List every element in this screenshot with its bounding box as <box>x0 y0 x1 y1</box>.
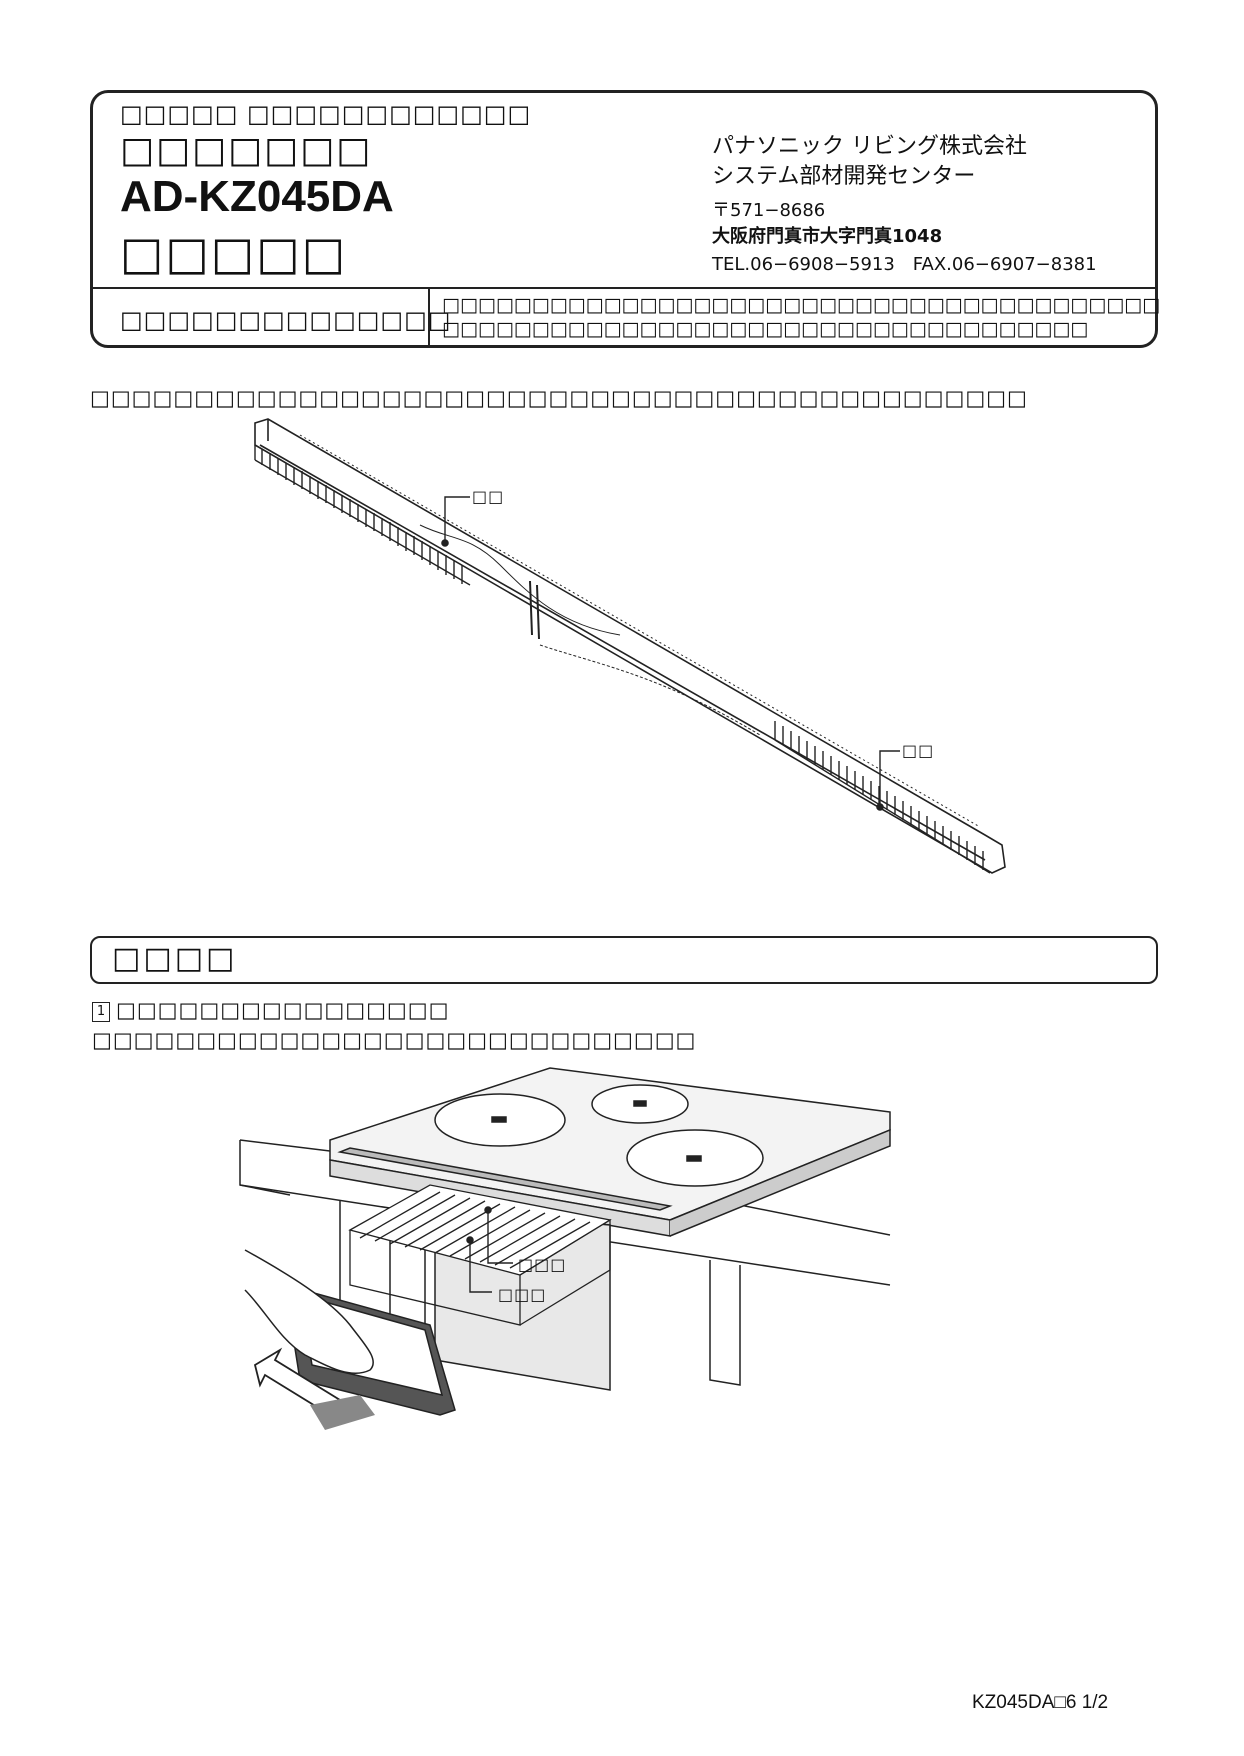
header-vertical-divider <box>428 288 430 348</box>
header-note-1: □□□□□□□□□□□□□□□□□□□□□□□□□□□□□□□□□□□□□□□□ <box>442 294 1161 316</box>
postal-code: 〒571−8686 <box>712 200 826 221</box>
doc-type-line: □□□□□ □□□□□□□□□□□□ <box>120 100 532 128</box>
company-name: パナソニック リビング株式会社 <box>712 134 1027 159</box>
contact-numbers: TEL.06−6908−5913 FAX.06−6907−8381 <box>712 254 1097 275</box>
header-row-label: □□□□□□□□□□□□□□ <box>120 306 452 334</box>
header-divider <box>90 287 1158 289</box>
address: 大阪府門真市大字門真1048 <box>712 226 943 247</box>
drawer-callout-b: □□□ <box>498 1285 547 1304</box>
page-code: KZ045DA□6 1/2 <box>972 1692 1109 1713</box>
step-note: □□□□□□□□□□□□□□□□□□□□□□□□□□□□□ <box>92 1028 697 1052</box>
rail-callout-upper: □□ <box>472 487 505 506</box>
header-note-2: □□□□□□□□□□□□□□□□□□□□□□□□□□□□□□□□□□□□ <box>442 318 1089 340</box>
cooktop-drawer-illustration <box>239 1067 891 1430</box>
step-number-badge: 1 <box>92 1002 110 1022</box>
doc-title: □□□□□ <box>120 226 348 280</box>
product-category: □□□□□□□ <box>120 130 373 171</box>
model-number: AD-KZ045DA <box>120 172 394 221</box>
parts-intro-text: □□□□□□□□□□□□□□□□□□□□□□□□□□□□□□□□□□□□□□□□… <box>90 386 1028 410</box>
rail-callout-lower: □□ <box>902 741 935 760</box>
drawer-callout-a: □□□ <box>518 1255 567 1274</box>
header-frame <box>90 90 1158 348</box>
guide-rail-illustration <box>254 418 1006 874</box>
procedure-title: □□□□ <box>112 941 238 976</box>
department-name: システム部材開発センター <box>712 164 976 189</box>
procedure-section-header <box>90 936 1158 984</box>
step-text: □□□□□□□□□□□□□□□□ <box>116 998 450 1022</box>
